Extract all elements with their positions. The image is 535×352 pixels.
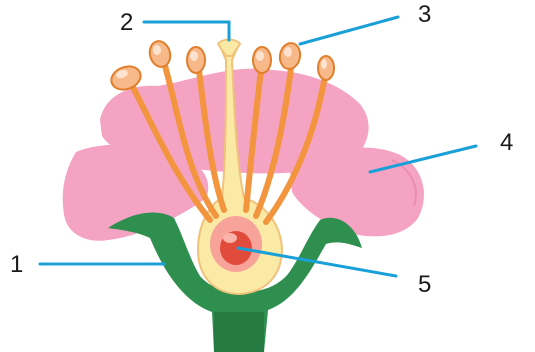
- anther-highlight: [153, 45, 161, 55]
- leader-line-2: [144, 22, 229, 40]
- label-5: 5: [418, 271, 431, 298]
- anther-highlight: [256, 51, 264, 61]
- sepal-shadow: [214, 312, 264, 352]
- anther: [318, 56, 334, 80]
- anther: [147, 39, 173, 69]
- ovule-highlight: [223, 233, 237, 243]
- anther-highlight: [321, 59, 327, 69]
- leader-line-3: [300, 17, 398, 44]
- label-3: 3: [418, 1, 431, 28]
- label-1: 1: [10, 251, 23, 278]
- stigma: [218, 40, 240, 57]
- anther-highlight: [284, 47, 292, 57]
- label-4: 4: [500, 129, 513, 156]
- anther-highlight: [190, 51, 198, 61]
- petal-right: [290, 147, 424, 236]
- label-2: 2: [120, 9, 133, 36]
